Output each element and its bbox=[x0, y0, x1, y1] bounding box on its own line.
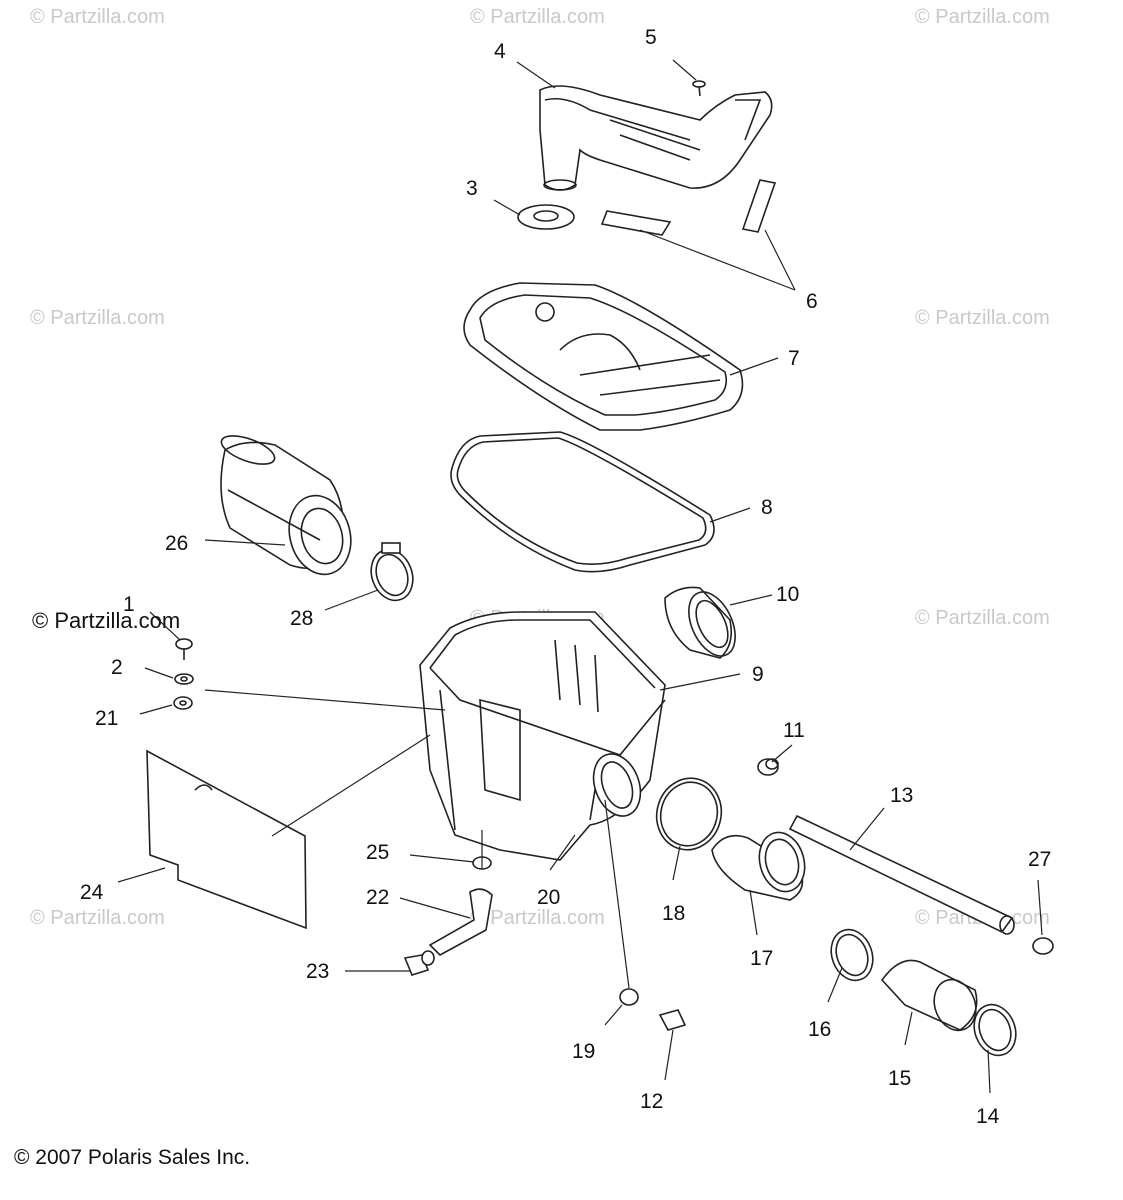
part-small-cap bbox=[619, 988, 639, 1006]
part-filter-clamp bbox=[370, 542, 414, 602]
callout-3: 3 bbox=[466, 177, 478, 200]
callout-24: 24 bbox=[80, 881, 104, 904]
part-airbox-gasket bbox=[450, 431, 715, 573]
callout-20: 20 bbox=[537, 886, 560, 909]
watermark: © Partzilla.com bbox=[30, 6, 165, 28]
part-grommet bbox=[173, 696, 193, 710]
callout-9: 9 bbox=[752, 663, 764, 686]
callout-16: 16 bbox=[808, 1018, 831, 1041]
part-bolt bbox=[175, 638, 193, 660]
watermark: © Partzilla.com bbox=[470, 907, 605, 929]
watermark: © Partzilla.com bbox=[470, 6, 605, 28]
callout-15: 15 bbox=[888, 1067, 911, 1090]
callout-27: 27 bbox=[1028, 848, 1051, 871]
callout-13: 13 bbox=[890, 784, 913, 807]
part-foam-strips bbox=[600, 179, 777, 236]
callout-23: 23 bbox=[306, 960, 329, 983]
callout-5: 5 bbox=[645, 26, 657, 49]
callout-28: 28 bbox=[290, 607, 313, 630]
callout-18: 18 bbox=[662, 902, 685, 925]
watermark: © Partzilla.com bbox=[915, 607, 1050, 629]
part-intake-boot bbox=[880, 959, 978, 1032]
watermark: © Partzilla.com bbox=[30, 907, 165, 929]
callout-19: 19 bbox=[572, 1040, 595, 1063]
callout-1: 1 bbox=[123, 593, 135, 616]
part-washer bbox=[174, 673, 194, 685]
part-plug bbox=[403, 950, 435, 976]
part-airbox-cover bbox=[463, 282, 744, 431]
part-airbox bbox=[419, 611, 666, 861]
part-adapter bbox=[711, 831, 806, 901]
part-spacer bbox=[658, 1009, 687, 1031]
callout-6: 6 bbox=[806, 290, 818, 313]
part-cover-plate bbox=[146, 749, 307, 930]
callout-10: 10 bbox=[776, 583, 799, 606]
callout-4: 4 bbox=[494, 40, 506, 63]
callout-25: 25 bbox=[366, 841, 389, 864]
part-air-filter bbox=[220, 435, 352, 576]
part-cap bbox=[757, 758, 779, 776]
callout-11: 11 bbox=[783, 719, 805, 742]
copyright-notice: © 2007 Polaris Sales Inc. bbox=[14, 1146, 251, 1169]
callout-8: 8 bbox=[761, 496, 773, 519]
part-drain-tube bbox=[788, 814, 1015, 935]
callout-14: 14 bbox=[976, 1105, 1000, 1128]
part-drain-hose bbox=[428, 888, 493, 956]
part-end-cap bbox=[1032, 937, 1054, 955]
callout-17: 17 bbox=[750, 947, 773, 970]
watermark: © Partzilla.com bbox=[30, 307, 165, 329]
callout-labels: 4 5 3 6 7 8 10 9 11 13 27 26 28 1 2 21 2… bbox=[80, 26, 1051, 1128]
part-washer-seal bbox=[517, 204, 575, 230]
callout-21: 21 bbox=[95, 707, 118, 730]
callout-12: 12 bbox=[640, 1090, 663, 1113]
callout-2: 2 bbox=[111, 656, 123, 679]
leader-lines bbox=[117, 59, 1043, 1094]
part-intake-duct bbox=[539, 85, 773, 191]
part-clamp bbox=[830, 928, 874, 982]
watermark: © Partzilla.com bbox=[915, 6, 1050, 28]
callout-26: 26 bbox=[165, 532, 188, 555]
part-outlet-boot bbox=[664, 586, 736, 659]
callout-7: 7 bbox=[788, 347, 800, 370]
part-screw bbox=[692, 80, 706, 97]
callout-22: 22 bbox=[366, 886, 389, 909]
watermark: © Partzilla.com bbox=[915, 307, 1050, 329]
watermark-main: © Partzilla.com bbox=[32, 608, 181, 633]
part-clamp bbox=[973, 1003, 1017, 1057]
